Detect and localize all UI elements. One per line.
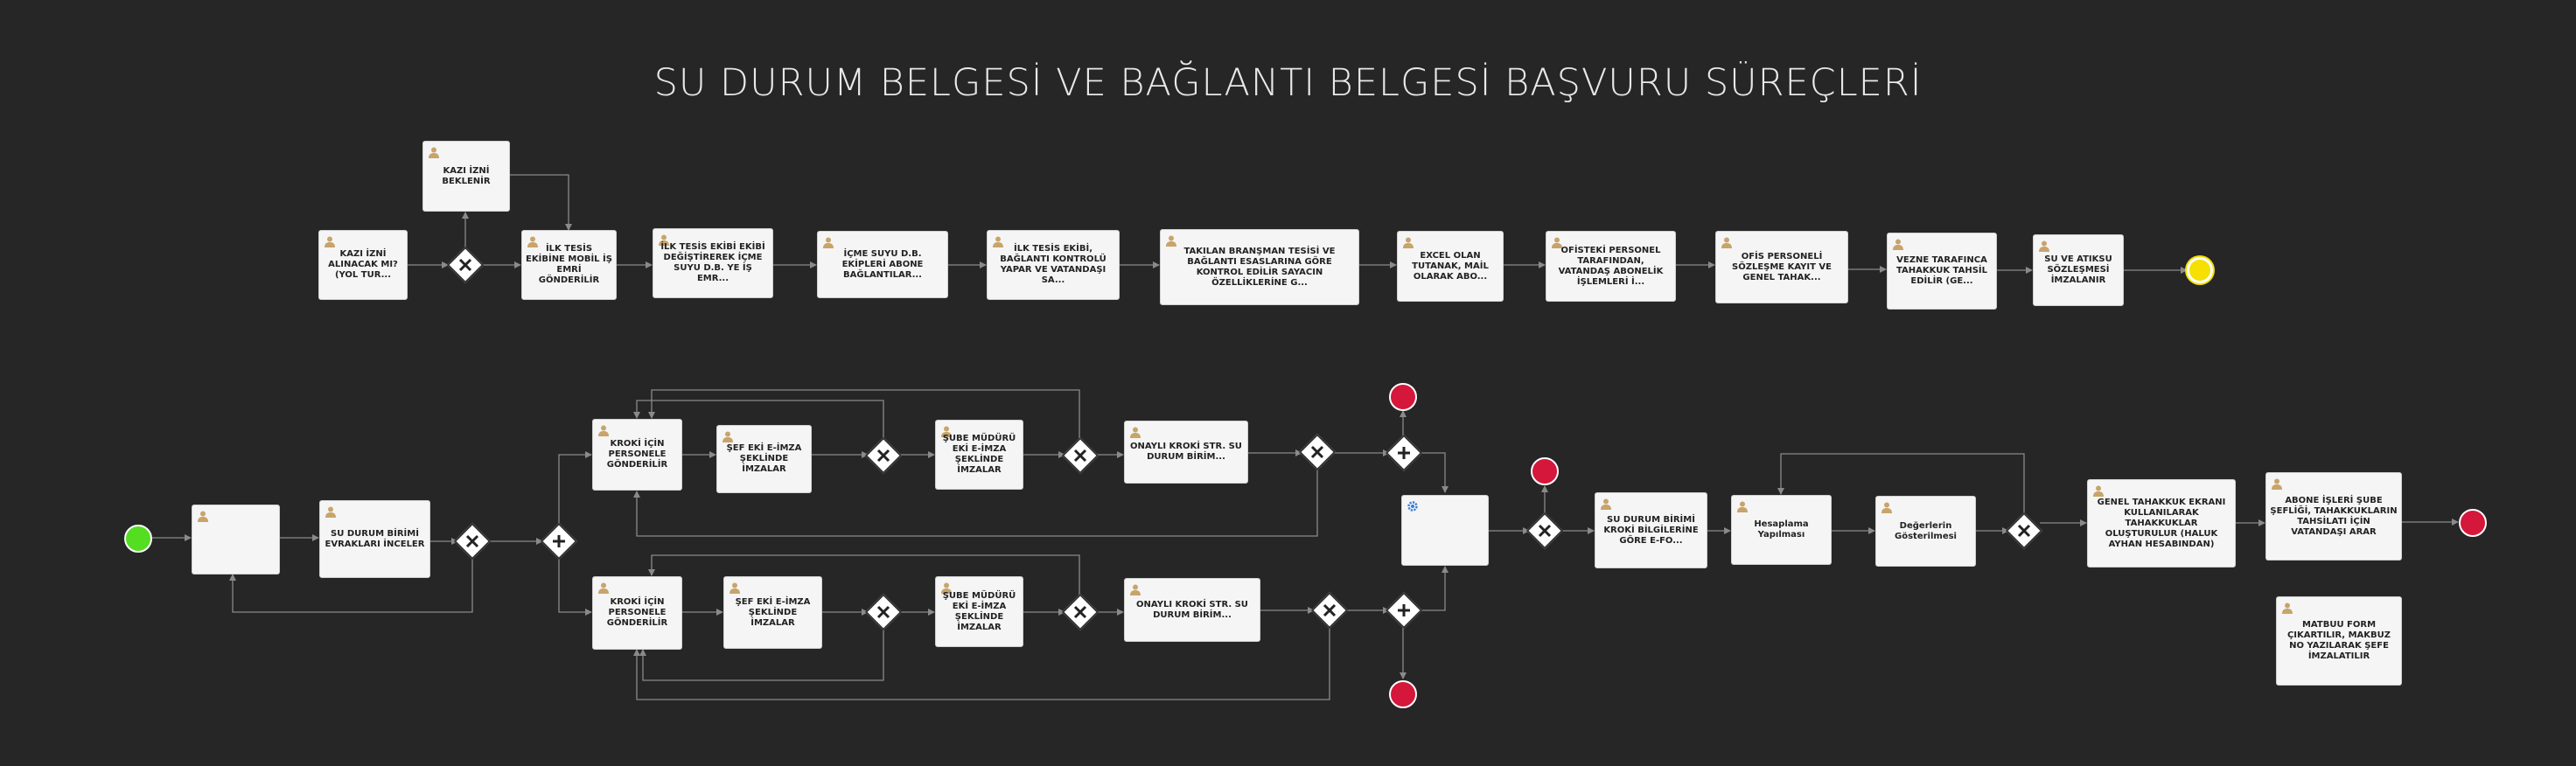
- end-event-lower[interactable]: [1389, 680, 1417, 708]
- exclusive-gateway-sube-2[interactable]: [1061, 593, 1100, 631]
- task-degerlerin-gosterilmesi[interactable]: Değerlerin Gösterilmesi: [1875, 496, 1976, 567]
- task-sef-eki-eimza-2[interactable]: ŞEF EKİ E-İMZA ŞEKLİNDE İMZALAR: [723, 576, 822, 649]
- plus-icon: [1398, 447, 1410, 459]
- x-icon: [876, 605, 890, 619]
- exclusive-gateway-sef-1[interactable]: [864, 436, 903, 475]
- user-task-icon: [940, 424, 953, 437]
- exclusive-gateway-kazi[interactable]: [446, 246, 485, 284]
- user-task-icon: [2092, 484, 2105, 497]
- x-icon: [1310, 445, 1324, 459]
- x-icon: [465, 534, 479, 548]
- user-task-icon: [729, 581, 741, 594]
- intermediate-end-event[interactable]: [2187, 257, 2213, 283]
- user-task-icon: [1736, 499, 1749, 512]
- user-task-icon: [428, 145, 440, 158]
- user-task-icon: [2281, 601, 2293, 614]
- x-icon: [1538, 524, 1552, 538]
- x-icon: [1073, 605, 1087, 619]
- x-icon: [1323, 603, 1337, 617]
- task-genel-tahakkuk-ekrani[interactable]: GENEL TAHAKKUK EKRANI KULLANILARAK TAHAK…: [2087, 479, 2236, 568]
- user-task-icon: [1129, 425, 1141, 438]
- user-task-icon: [1600, 497, 1612, 510]
- plus-icon: [553, 535, 565, 547]
- user-task-icon: [597, 581, 610, 594]
- exclusive-gateway-onay-2[interactable]: [1310, 591, 1349, 630]
- task-ilk-tesis-mobil-is-emri[interactable]: İLK TESİS EKİBİNE MOBİL İŞ EMRİ GÖNDERİL…: [521, 230, 617, 300]
- user-task-icon: [1721, 235, 1733, 248]
- end-event-upper[interactable]: [1389, 383, 1417, 411]
- user-task-icon: [1881, 500, 1893, 513]
- user-task-icon: [597, 423, 610, 436]
- task-service[interactable]: [1401, 495, 1489, 566]
- user-task-icon: [658, 233, 670, 246]
- user-task-icon: [1892, 237, 1904, 250]
- user-task-icon: [722, 429, 734, 442]
- task-sef-eki-eimza-1[interactable]: ŞEF EKİ E-İMZA ŞEKLİNDE İMZALAR: [716, 425, 812, 493]
- user-task-icon: [325, 505, 337, 518]
- task-vezne-tarafinca[interactable]: VEZNE TARAFINCA TAHAKKUK TAHSİL EDİLİR (…: [1887, 233, 1997, 310]
- x-icon: [876, 449, 890, 463]
- task-takilan-bransman[interactable]: TAKILAN BRANŞMAN TESİSİ VE BAĞLANTI ESAS…: [1160, 229, 1359, 305]
- task-kroki-personele-1[interactable]: KROKİ İÇİN PERSONELE GÖNDERİLİR: [592, 419, 682, 491]
- user-task-icon: [197, 509, 209, 522]
- exclusive-gateway-sube-1[interactable]: [1061, 436, 1100, 475]
- task-onayli-kroki-2[interactable]: ONAYLI KROKİ STR. SU DURUM BİRİM...: [1124, 578, 1260, 642]
- exclusive-gateway-evrak[interactable]: [453, 522, 492, 561]
- user-task-icon: [1165, 233, 1177, 247]
- task-onayli-kroki-1[interactable]: ONAYLI KROKİ STR. SU DURUM BİRİM...: [1124, 421, 1248, 484]
- task-sube-muduru-2[interactable]: ŞUBE MÜDÜRÜ EKİ E-İMZA ŞEKLİNDE İMZALAR: [935, 576, 1023, 647]
- user-task-icon: [822, 235, 834, 248]
- parallel-gateway-split[interactable]: [540, 522, 578, 561]
- plus-icon: [1398, 604, 1410, 616]
- task-kazi-izni-beklenir[interactable]: KAZI İZNİ BEKLENİR: [422, 141, 510, 212]
- exclusive-gateway-sef-2[interactable]: [864, 593, 903, 631]
- x-icon: [2017, 524, 2031, 538]
- task-su-ve-atiksu-sozlesmesi[interactable]: SU VE ATIKSU SÖZLEŞMESİ İMZALANIR: [2033, 234, 2124, 306]
- task-ofis-personeli-sozlesme[interactable]: OFİS PERSONELİ SÖZLEŞME KAYIT VE GENEL T…: [1715, 231, 1848, 303]
- user-task-icon: [1551, 235, 1563, 248]
- page-title: SU DURUM BELGESİ VE BAĞLANTI BELGESİ BAŞ…: [653, 61, 1923, 105]
- task-abone-isleri[interactable]: ABONE İŞLERİ ŞUBE ŞEFLİĞİ, TAHAKKUKLARIN…: [2265, 472, 2402, 561]
- task-ilk-tesis-kontrolu[interactable]: İLK TESİS EKİBİ, BAĞLANTI KONTROLÜ YAPAR…: [987, 230, 1120, 300]
- parallel-gateway-upper[interactable]: [1385, 434, 1423, 472]
- end-event-final[interactable]: [2459, 509, 2487, 537]
- start-event[interactable]: [124, 525, 152, 553]
- exclusive-gateway-onay-1[interactable]: [1298, 433, 1337, 471]
- sequence-flows: [152, 174, 2459, 700]
- user-task-icon: [940, 581, 953, 594]
- task-ilk-tesis-icme-suyu[interactable]: İLK TESİS EKİBİ EKİBİ DEĞİŞTİREREK İÇME …: [653, 228, 773, 298]
- task-kazi-izni-alinacak-mi[interactable]: KAZI İZNİ ALINACAK MI? (YOL TUR...: [318, 230, 408, 300]
- x-icon: [458, 258, 472, 272]
- user-task-icon: [1402, 235, 1414, 248]
- x-icon: [1073, 449, 1087, 463]
- task-blank[interactable]: [192, 505, 280, 574]
- user-task-icon: [2271, 477, 2283, 490]
- user-task-icon: [527, 234, 539, 247]
- parallel-gateway-lower[interactable]: [1385, 591, 1423, 630]
- task-matbuu-form[interactable]: MATBUU FORM ÇIKARTILIR, MAKBUZ NO YAZILA…: [2276, 596, 2402, 686]
- end-event-service[interactable]: [1531, 457, 1559, 485]
- exclusive-gateway-service[interactable]: [1525, 512, 1564, 550]
- user-task-icon: [992, 234, 1004, 247]
- exclusive-gateway-deger[interactable]: [2005, 512, 2043, 550]
- user-task-icon: [2038, 239, 2050, 252]
- task-sube-muduru-1[interactable]: ŞUBE MÜDÜRÜ EKİ E-İMZA ŞEKLİNDE İMZALAR: [935, 420, 1023, 490]
- user-task-icon: [1129, 582, 1141, 595]
- task-hesaplama-yapilmasi[interactable]: Hesaplama Yapılması: [1731, 495, 1832, 565]
- task-icme-suyu-abone-baglantilar[interactable]: İÇME SUYU D.B. EKİPLERİ ABONE BAĞLANTILA…: [817, 231, 948, 298]
- task-excel-olarak-tutanak[interactable]: EXCEL OLAN TUTANAK, MAİL OLARAK ABO...: [1397, 231, 1504, 302]
- task-su-durum-kroki-bilgileri[interactable]: SU DURUM BİRİMİ KROKİ BİLGİLERİNE GÖRE E…: [1595, 492, 1707, 568]
- task-kroki-personele-2[interactable]: KROKİ İÇİN PERSONELE GÖNDERİLİR: [592, 576, 682, 650]
- gear-icon: [1407, 499, 1419, 512]
- task-su-durum-birimi-evraklari[interactable]: SU DURUM BİRİMİ EVRAKLARI İNCELER: [319, 500, 430, 578]
- task-ofisteki-personel[interactable]: OFİSTEKİ PERSONEL TARAFINDAN, VATANDAŞ A…: [1546, 231, 1676, 302]
- user-task-icon: [324, 234, 336, 247]
